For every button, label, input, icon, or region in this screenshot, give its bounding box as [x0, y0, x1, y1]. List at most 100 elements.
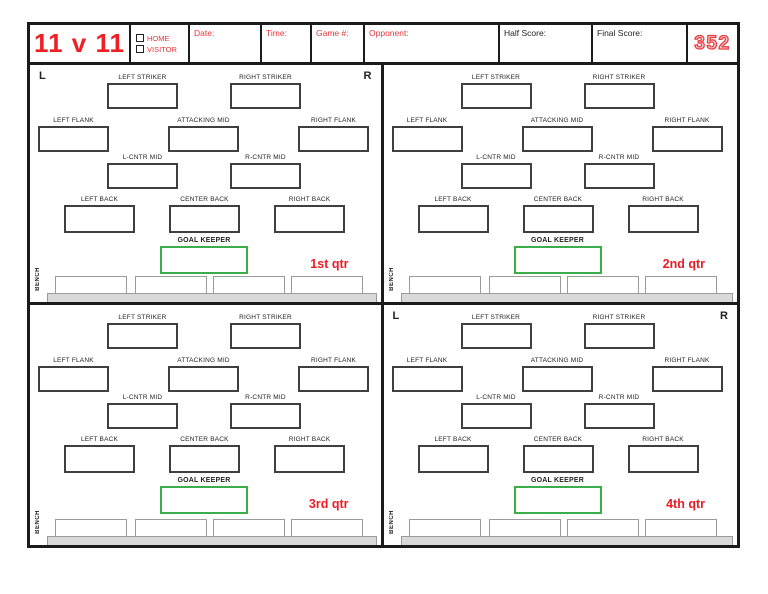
l-cntr-mid-box — [460, 163, 532, 189]
right-back-box — [274, 205, 345, 233]
visitor-label: VISITOR — [147, 44, 177, 54]
bench-box — [566, 519, 639, 537]
center-back-box — [169, 445, 240, 473]
right-back-label: RIGHT BACK — [288, 436, 331, 443]
slot-left-flank: LEFT FLANK — [391, 117, 463, 152]
left-back-box — [417, 205, 489, 233]
slot-left-striker: LEFT STRIKER — [107, 74, 178, 109]
left-back-label: LEFT BACK — [80, 436, 119, 443]
left-flank-label: LEFT FLANK — [53, 357, 94, 364]
attacking-mid-label: ATTACKING MID — [177, 357, 230, 364]
left-flank-label: LEFT FLANK — [53, 117, 94, 124]
right-striker-box — [230, 83, 301, 109]
goal-keeper-box — [160, 246, 248, 274]
attacking-mid-box — [168, 366, 239, 392]
right-striker-box — [583, 83, 655, 109]
bench-box — [408, 276, 481, 294]
page-title: 11 v 11 — [34, 28, 125, 58]
r-cntr-mid-box — [583, 403, 655, 429]
slot-right-back: RIGHT BACK — [627, 436, 699, 473]
slot-center-back: CENTER BACK — [522, 436, 594, 473]
center-back-label: CENTER BACK — [533, 196, 583, 203]
right-striker-label: RIGHT STRIKER — [239, 74, 292, 81]
time-label: Time: — [266, 28, 287, 38]
bench-box — [213, 519, 285, 537]
right-striker-label: RIGHT STRIKER — [592, 74, 646, 81]
left-flank-label: LEFT FLANK — [406, 117, 448, 124]
slot-goal-keeper: GOAL KEEPER — [160, 477, 248, 514]
lineup-sheet: 11 v 11 HOME VISITOR Date: Time: Game #:… — [27, 22, 740, 548]
slot-l-cntr-mid: L-CNTR MID — [460, 154, 532, 189]
goal-keeper-box — [513, 486, 602, 514]
left-back-box — [64, 445, 135, 473]
sheet-number: 352 — [694, 32, 731, 54]
opponent-field: Opponent: — [365, 25, 500, 62]
goal-keeper-label: GOAL KEEPER — [177, 237, 231, 244]
left-flank-box — [38, 126, 109, 152]
right-back-label: RIGHT BACK — [642, 196, 684, 203]
bench-label: BENCH — [388, 267, 395, 291]
quarter-label: 1st qtr — [310, 257, 349, 271]
time-field: Time: — [262, 25, 312, 62]
half-score-field: Half Score: — [500, 25, 593, 62]
bench-box — [55, 276, 127, 294]
home-checkbox — [136, 34, 144, 42]
l-cntr-mid-label: L-CNTR MID — [122, 394, 163, 401]
slot-goal-keeper: GOAL KEEPER — [513, 477, 602, 514]
game-number-field: Game #: — [312, 25, 365, 62]
l-cntr-mid-box — [107, 403, 178, 429]
right-side-marker: R — [363, 70, 372, 82]
quarter-label: 3rd qtr — [308, 497, 349, 511]
slot-l-cntr-mid: L-CNTR MID — [107, 394, 178, 429]
left-flank-box — [38, 366, 109, 392]
slot-goal-keeper: GOAL KEEPER — [513, 237, 602, 274]
field-grid: L R LEFT STRIKER RIGHT STRIKER LEFT FLAN… — [30, 65, 737, 545]
left-striker-label: LEFT STRIKER — [118, 74, 167, 81]
slot-left-striker: LEFT STRIKER — [460, 74, 532, 109]
left-flank-box — [391, 126, 463, 152]
left-back-box — [64, 205, 135, 233]
bench-box — [408, 519, 481, 537]
quarter-panel: L R LEFT STRIKER RIGHT STRIKER LEFT FLAN… — [30, 65, 384, 305]
slot-right-flank: RIGHT FLANK — [651, 357, 723, 392]
l-cntr-mid-label: L-CNTR MID — [122, 154, 163, 161]
l-cntr-mid-box — [107, 163, 178, 189]
goal-keeper-label: GOAL KEEPER — [530, 477, 585, 484]
slot-left-back: LEFT BACK — [417, 196, 489, 233]
right-back-box — [627, 205, 699, 233]
right-flank-box — [298, 126, 369, 152]
r-cntr-mid-label: R-CNTR MID — [598, 394, 640, 401]
header: 11 v 11 HOME VISITOR Date: Time: Game #:… — [30, 25, 737, 65]
game-number-label: Game #: — [316, 28, 349, 38]
slot-right-flank: RIGHT FLANK — [651, 117, 723, 152]
r-cntr-mid-box — [230, 163, 301, 189]
left-striker-box — [460, 83, 532, 109]
attacking-mid-label: ATTACKING MID — [530, 117, 584, 124]
goal-keeper-box — [513, 246, 602, 274]
slot-left-flank: LEFT FLANK — [391, 357, 463, 392]
slot-right-back: RIGHT BACK — [274, 196, 345, 233]
bench-box — [213, 276, 285, 294]
left-striker-box — [460, 323, 532, 349]
slot-r-cntr-mid: R-CNTR MID — [583, 394, 655, 429]
right-striker-box — [583, 323, 655, 349]
slot-left-back: LEFT BACK — [64, 436, 135, 473]
left-striker-box — [107, 323, 178, 349]
bench-label: BENCH — [35, 510, 41, 534]
half-score-label: Half Score: — [504, 28, 547, 38]
slot-attacking-mid: ATTACKING MID — [168, 357, 239, 392]
slot-left-striker: LEFT STRIKER — [460, 314, 532, 349]
center-back-box — [169, 205, 240, 233]
slot-left-back: LEFT BACK — [64, 196, 135, 233]
r-cntr-mid-box — [230, 403, 301, 429]
slot-left-back: LEFT BACK — [417, 436, 489, 473]
attacking-mid-box — [521, 366, 593, 392]
slot-center-back: CENTER BACK — [522, 196, 594, 233]
home-option: HOME — [136, 34, 188, 43]
bench-box — [135, 519, 207, 537]
sheet-number-cell: 352 — [688, 25, 737, 62]
left-side-marker: L — [39, 70, 46, 82]
bench-strip — [400, 536, 733, 545]
left-striker-box — [107, 83, 178, 109]
slot-attacking-mid: ATTACKING MID — [521, 357, 593, 392]
